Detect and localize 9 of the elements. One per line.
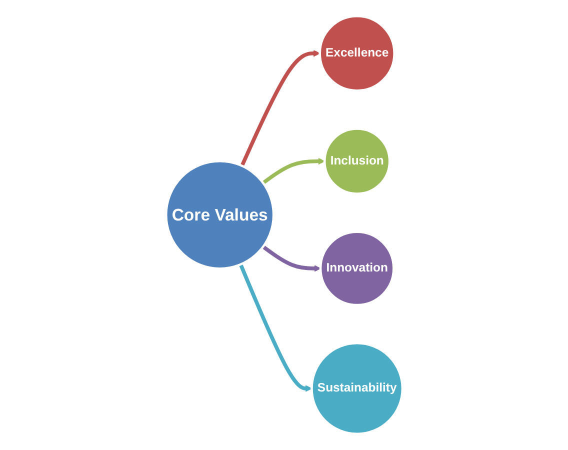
- node-circle: Core Values: [164, 160, 274, 270]
- node-circle: Excellence: [318, 14, 396, 92]
- arrow: [240, 50, 320, 167]
- node-circle: Innovation: [319, 230, 394, 306]
- node-circle: Sustainability: [310, 342, 404, 436]
- arrow: [262, 158, 325, 185]
- arrow: [262, 245, 321, 272]
- arrow: [238, 264, 312, 392]
- node-circle: Inclusion: [323, 128, 390, 195]
